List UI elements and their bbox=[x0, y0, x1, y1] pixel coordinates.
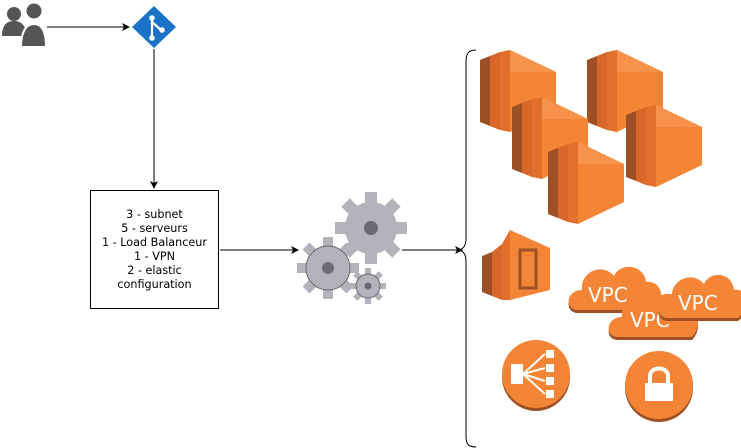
git-icon[interactable] bbox=[132, 6, 176, 48]
config-line: configuration bbox=[117, 277, 192, 291]
vpn-lock-icon bbox=[625, 351, 693, 422]
config-line: 1 - Load Balanceur bbox=[102, 235, 207, 249]
vpc-cloud-icon: VPC VPC VPC bbox=[568, 266, 741, 340]
users-icon bbox=[2, 3, 48, 48]
ec2-instances-icon bbox=[480, 50, 702, 224]
curly-brace bbox=[458, 49, 477, 448]
config-line: 2 - elastic bbox=[127, 263, 182, 277]
connectors bbox=[47, 23, 463, 254]
load-balancer-icon bbox=[502, 340, 570, 411]
configuration-box: 3 - subnet 5 - serveurs 1 - Load Balance… bbox=[90, 190, 219, 309]
ec2-instance-icon bbox=[482, 230, 550, 300]
gears-icon bbox=[297, 192, 407, 304]
config-line: 1 - VPN bbox=[133, 249, 176, 263]
config-line: 5 - serveurs bbox=[121, 221, 188, 235]
config-line: 3 - subnet bbox=[126, 207, 183, 221]
vpc-label: VPC bbox=[588, 283, 628, 307]
vpc-label: VPC bbox=[678, 291, 718, 315]
